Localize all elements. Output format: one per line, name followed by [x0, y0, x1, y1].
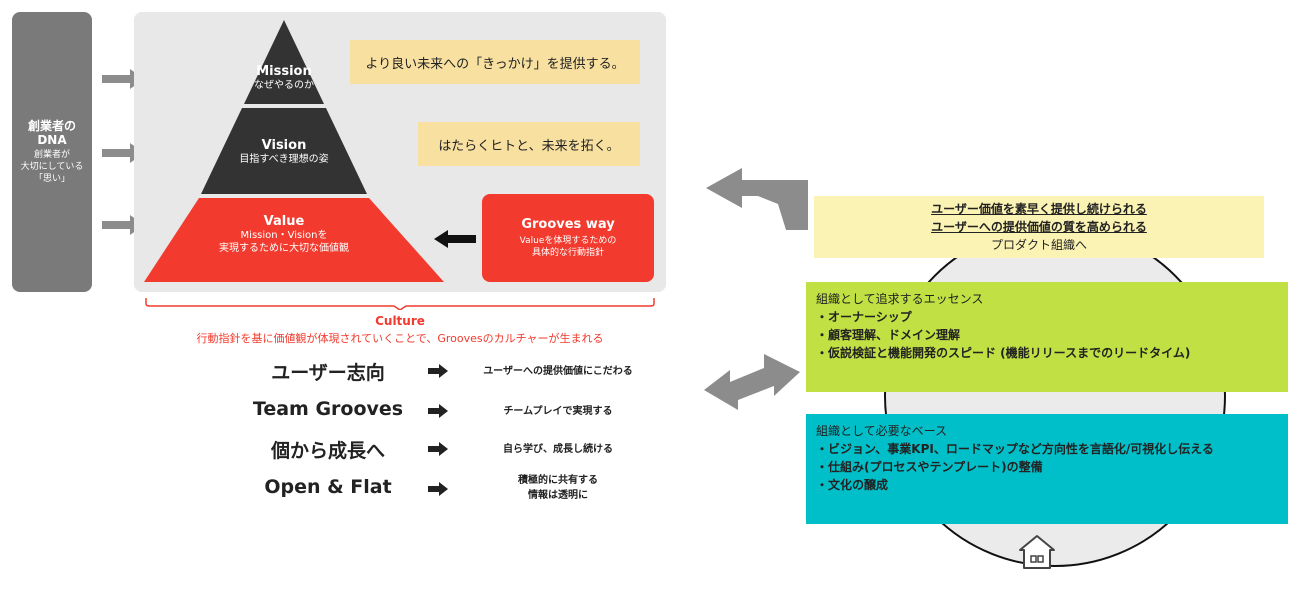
value-desc-2: チームプレイで実現する — [503, 406, 613, 417]
essence-box: 組織として追求するエッセンス ・オーナーシップ ・顧客理解、ドメイン理解 ・仮説… — [806, 282, 1288, 392]
product-org-line2: ユーザーへの提供価値の質を高められる — [931, 220, 1147, 234]
base-box: 組織として必要なベース ・ビジョン、事業KPI、ロードマップなど方向性を言語化/… — [806, 414, 1288, 524]
value-label: Value Mission・Visionを 実現するために大切な価値観 — [204, 214, 364, 255]
pyramid-value-tier — [144, 198, 444, 282]
essence-item-2: ・顧客理解、ドメイン理解 — [816, 328, 961, 342]
pyramid-mission-tier — [244, 20, 324, 104]
value-desc-4: 積極的に共有する 情報は透明に — [448, 473, 668, 503]
double-arrow-icon — [704, 354, 800, 410]
culture-bracket — [145, 298, 655, 310]
essence-title: 組織として追求するエッセンス — [816, 292, 984, 306]
organization-circle — [884, 225, 1226, 567]
arrow-right-icon — [428, 404, 448, 418]
mission-sub: なぜやるのか — [254, 80, 314, 91]
arrow-right-icon — [428, 364, 448, 378]
value-desc-4-line2: 情報は透明に — [528, 490, 588, 501]
value-desc-3: 自ら学び、成長し続ける — [503, 444, 613, 455]
arrow-right-icon — [428, 442, 448, 456]
base-title: 組織として必要なベース — [816, 424, 948, 438]
essence-item-1: ・オーナーシップ — [816, 310, 912, 324]
value-name-2: Team Grooves — [252, 398, 404, 420]
grooves-way-box: Grooves way Valueを体現するための 具体的な行動指針 — [482, 194, 654, 282]
base-item-1: ・ビジョン、事業KPI、ロードマップなど方向性を言語化/可視化し伝える — [816, 442, 1214, 456]
vision-statement: はたらくヒトと、未来を拓く。 — [418, 122, 640, 166]
product-org-box: ユーザー価値を素早く提供し続けられる ユーザーへの提供価値の質を高められる プロ… — [814, 196, 1264, 258]
culture-description: 行動指針を基に価値観が体現されていくことで、Groovesのカルチャーが生まれる — [196, 332, 604, 345]
arrow-right-icon — [428, 482, 448, 496]
dna-title-line1: 創業者の — [27, 119, 76, 133]
dna-sub-line1: 創業者が — [33, 150, 70, 160]
value-desc-4-line1: 積極的に共有する — [518, 475, 598, 486]
grooves-way-sub2: 具体的な行動指針 — [531, 248, 604, 258]
mission-title: Mission — [256, 64, 312, 79]
dna-title-line2: DNA — [37, 133, 67, 147]
value-name-1: ユーザー志向 — [271, 362, 385, 384]
value-sub2: 実現するために大切な価値観 — [219, 243, 349, 254]
value-title: Value — [263, 214, 305, 229]
value-name-3: 個から成長へ — [270, 440, 385, 462]
arrow-left-icon — [434, 230, 476, 248]
vision-label: Vision 目指すべき理想の姿 — [224, 138, 344, 166]
value-sub1: Mission・Visionを — [240, 230, 328, 241]
mission-statement: より良い未来への「きっかけ」を提供する。 — [350, 40, 640, 84]
value-desc-1: ユーザーへの提供価値にこだわる — [483, 366, 633, 377]
vision-sub: 目指すべき理想の姿 — [239, 154, 329, 165]
mvv-pyramid — [144, 20, 444, 282]
product-org-line1: ユーザー価値を素早く提供し続けられる — [931, 202, 1147, 216]
curved-arrow-icon — [706, 168, 808, 230]
culture-title: Culture — [375, 314, 425, 328]
founder-dna-box: 創業者の DNA 創業者が 大切にしている 「思い」 — [12, 12, 92, 292]
value-name-4: Open & Flat — [264, 476, 392, 498]
pyramid-vision-tier — [201, 108, 367, 194]
dna-sub-line3: 「思い」 — [33, 174, 70, 184]
mission-label: Mission なぜやるのか — [244, 64, 324, 92]
grooves-way-sub1: Valueを体現するための — [519, 236, 617, 246]
grooves-way-title: Grooves way — [521, 217, 615, 232]
house-icon — [1019, 535, 1055, 569]
product-org-line3: プロダクト組織へ — [990, 238, 1087, 252]
essence-item-3: ・仮説検証と機能開発のスピード (機能リリースまでのリードタイム) — [816, 346, 1191, 360]
base-item-3: ・文化の醸成 — [816, 478, 889, 492]
base-item-2: ・仕組み(プロセスやテンプレート)の整備 — [816, 460, 1043, 474]
vision-title: Vision — [261, 138, 307, 153]
dna-sub-line2: 大切にしている — [20, 162, 84, 172]
